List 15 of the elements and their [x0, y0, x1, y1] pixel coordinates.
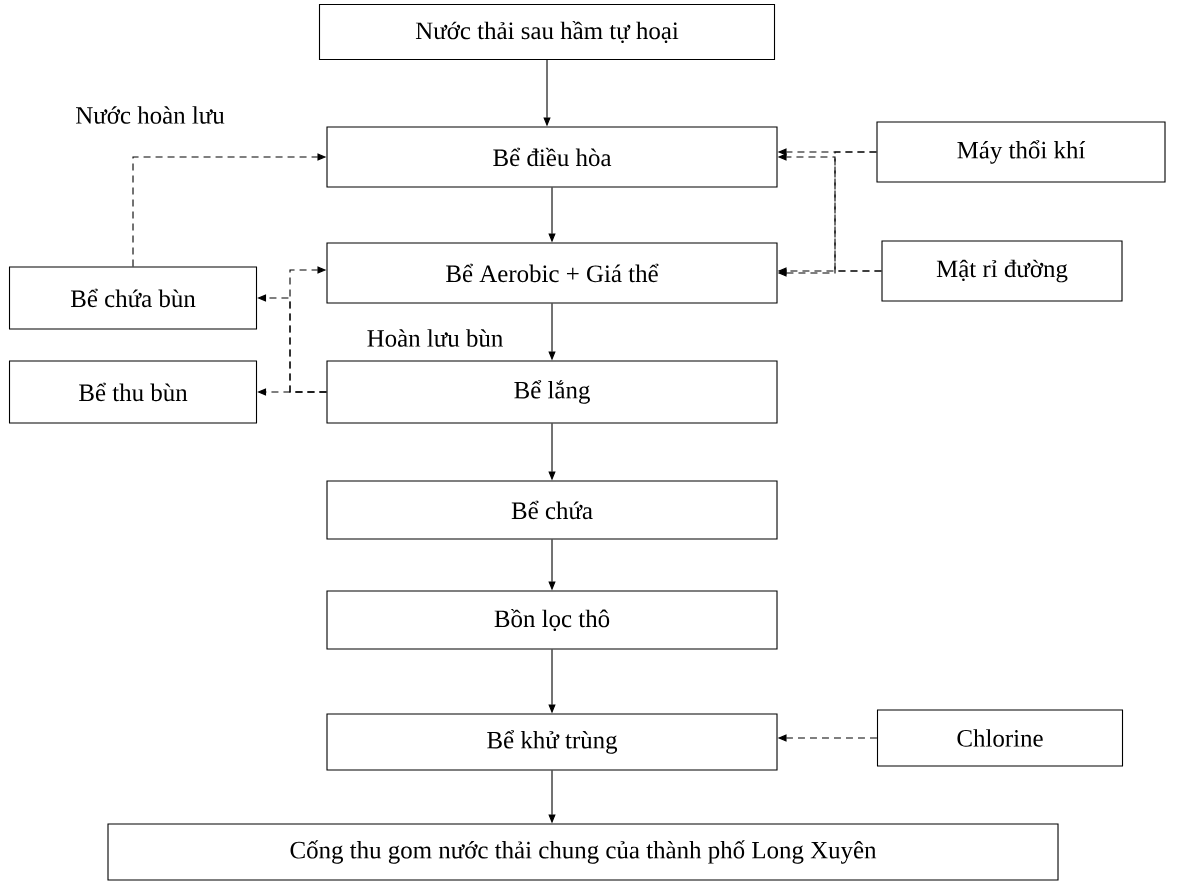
process-box: Bể khử trùng [326, 713, 778, 771]
flow-label: Hoàn lưu bùn [367, 329, 503, 347]
process-box: Bể chứa bùn [8, 266, 258, 330]
process-box: Máy thổi khí [876, 121, 1166, 183]
process-box: Bể chứa [326, 480, 778, 540]
process-box: Bể lắng [326, 360, 778, 424]
process-box: Bể thu bùn [8, 360, 258, 424]
process-box: Bồn lọc thô [326, 590, 778, 650]
flow-label: Nước hoàn lưu [76, 106, 225, 124]
process-box: Mật rỉ đường [881, 240, 1123, 302]
process-box: Chlorine [876, 709, 1124, 767]
process-box: Nước thải sau hầm tự hoại [318, 3, 776, 61]
process-box: Cống thu gom nước thải chung của thành phố Long Xuyên [107, 823, 1059, 881]
process-box: Bể Aerobic + Giá thể [326, 242, 778, 304]
process-box: Bể điều hòa [326, 126, 778, 188]
